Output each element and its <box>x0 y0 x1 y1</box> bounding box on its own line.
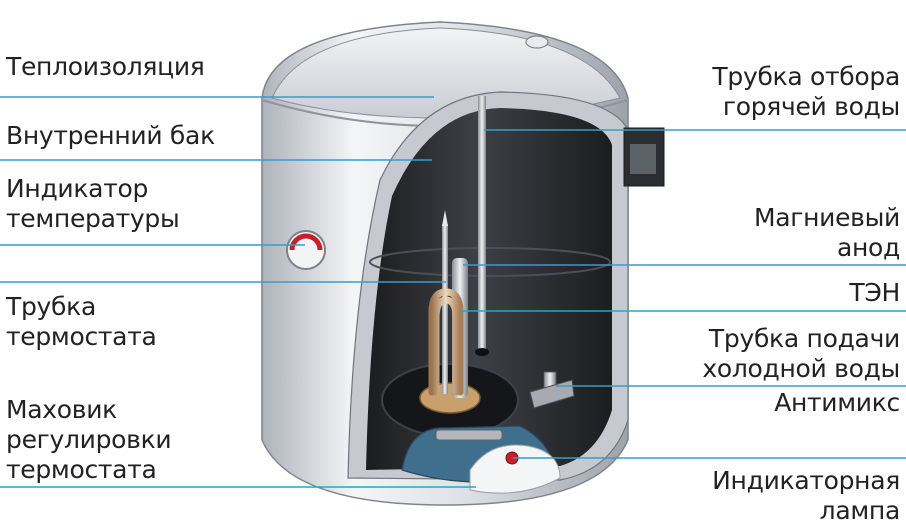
label-antimix: Антимикс <box>774 388 900 417</box>
label-magnesium-anode: Магниевый анод <box>753 203 900 262</box>
antimix-baffle <box>529 379 575 409</box>
inner-tank-floor <box>369 247 611 277</box>
thermostat-tube-tip <box>442 210 448 226</box>
side-panel-window <box>630 144 656 174</box>
top-vent-cap <box>525 35 549 49</box>
hot-water-tube-outlet <box>475 348 489 356</box>
tank-illustration <box>261 21 665 506</box>
label-inner-tank: Внутренний бак <box>6 121 215 150</box>
thermostat-knob <box>435 429 503 441</box>
leader-lines <box>0 96 906 488</box>
label-hot-water-outlet: Трубка отбора горячей воды <box>712 62 900 121</box>
label-cold-water-inlet: Трубка подачи холодной воды <box>702 324 900 383</box>
heating-element <box>428 288 464 396</box>
label-indicator-lamp: Индикаторная лампа <box>712 466 900 525</box>
control-cover <box>469 444 561 494</box>
label-insulation: Теплоизоляция <box>6 52 205 81</box>
label-thermostat-tube: Трубка термостата <box>6 292 157 351</box>
thermostat-tube <box>442 224 448 394</box>
label-heater: ТЭН <box>849 278 900 307</box>
label-temperature-indicator: Индикатор температуры <box>6 174 180 233</box>
label-thermostat-knob: Маховик регулировки термостата <box>6 395 172 484</box>
hot-water-tube <box>478 96 486 354</box>
